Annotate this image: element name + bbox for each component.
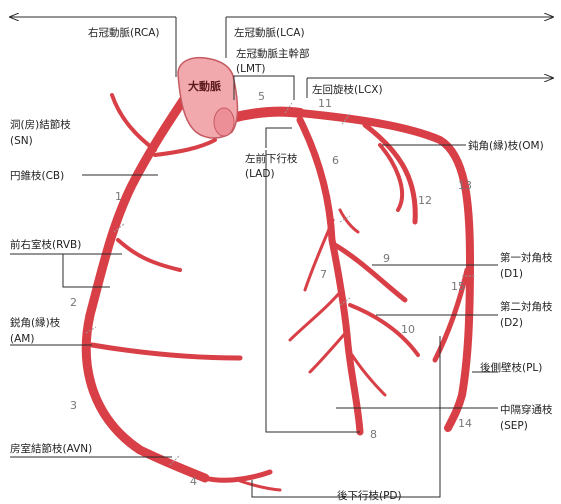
- segment-12: 12: [418, 194, 432, 207]
- lad-label-line2: (LAD): [245, 168, 275, 180]
- d1-label-line2: (D1): [500, 268, 523, 280]
- sn-branch: [110, 93, 157, 152]
- aorta: 大動脈: [177, 56, 239, 139]
- rvb-label: 前右室枝(RVB): [10, 238, 81, 251]
- lcx-label: 左回旋枝(LCX): [312, 83, 383, 96]
- segment-3: 3: [70, 399, 77, 412]
- segment-13: 13: [458, 179, 472, 192]
- segment-4: 4: [190, 475, 197, 488]
- segment-6: 6: [332, 154, 339, 167]
- sep-label-line1: 中隔穿通枝: [500, 403, 553, 416]
- lmt-label-line1: 左冠動脈主幹部: [236, 47, 310, 60]
- tick-3-4: [169, 454, 181, 466]
- pd-leader: [251, 336, 441, 498]
- segment-5: 5: [258, 90, 265, 103]
- avn-label: 房室結節枝(AVN): [10, 442, 92, 455]
- d2-label-line2: (D2): [500, 317, 523, 329]
- d2-label-line1: 第二対角枝: [500, 300, 553, 313]
- left-main-and-lcx: [227, 106, 474, 432]
- om-label: 鈍角(縁)枝(OM): [468, 139, 544, 152]
- rvb-branch: [116, 238, 182, 272]
- tick-1-2: [113, 223, 125, 233]
- am-label-line2: (AM): [10, 333, 34, 345]
- cb-branch: [153, 138, 217, 157]
- segment-8: 8: [370, 428, 377, 441]
- lad-side-branches: [288, 208, 387, 397]
- om-branch-lower: [378, 143, 405, 212]
- lca-label: 左冠動脈(LCA): [234, 26, 305, 39]
- sn-label-line1: 洞(房)結節枝: [10, 118, 71, 131]
- cb-label: 円錐枝(CB): [10, 169, 64, 182]
- labels: 右冠動脈(RCA) 左冠動脈(LCA) 左冠動脈主幹部 (LMT) 左回旋枝(L…: [10, 26, 553, 502]
- lad-apex-leader: [265, 150, 360, 433]
- leader-lines: [10, 17, 553, 498]
- lad-leader: [265, 127, 292, 148]
- segment-2: 2: [70, 296, 77, 309]
- pl-label: 後側壁枝(PL): [480, 361, 542, 374]
- lad-artery: [296, 116, 364, 436]
- segment-numbers: 1 2 3 4 5 6 7 8 9 10 11 12 13 14 15: [70, 90, 476, 488]
- lmt-leader: [233, 75, 295, 100]
- segment-9: 9: [383, 252, 390, 265]
- d1-label-line1: 第一対角枝: [500, 251, 553, 264]
- segment-14: 14: [458, 417, 472, 430]
- am-label-line1: 鋭角(縁)枝: [10, 316, 61, 329]
- segment-11: 11: [318, 97, 332, 110]
- d2-branch: [348, 303, 420, 357]
- aorta-label: 大動脈: [188, 79, 221, 93]
- lmt-label-line2: (LMT): [236, 63, 266, 75]
- segment-1: 1: [115, 190, 122, 203]
- tick-11: [341, 113, 351, 125]
- tick-2-3: [85, 326, 97, 334]
- am-branch: [89, 342, 243, 361]
- om-branch: [362, 122, 418, 225]
- d1-branch: [332, 242, 408, 303]
- segment-10: 10: [401, 323, 415, 336]
- sn-label-line2: (SN): [10, 135, 33, 147]
- pd-label: 後下行枝(PD): [337, 489, 402, 502]
- tick-6-7: [339, 215, 351, 223]
- lad-label-line1: 左前下行枝: [245, 152, 298, 165]
- sep-label-line2: (SEP): [500, 420, 528, 432]
- segment-15: 15: [451, 280, 465, 293]
- rca-label: 右冠動脈(RCA): [88, 26, 159, 39]
- right-coronary-artery: [81, 91, 282, 492]
- segment-7: 7: [320, 268, 327, 281]
